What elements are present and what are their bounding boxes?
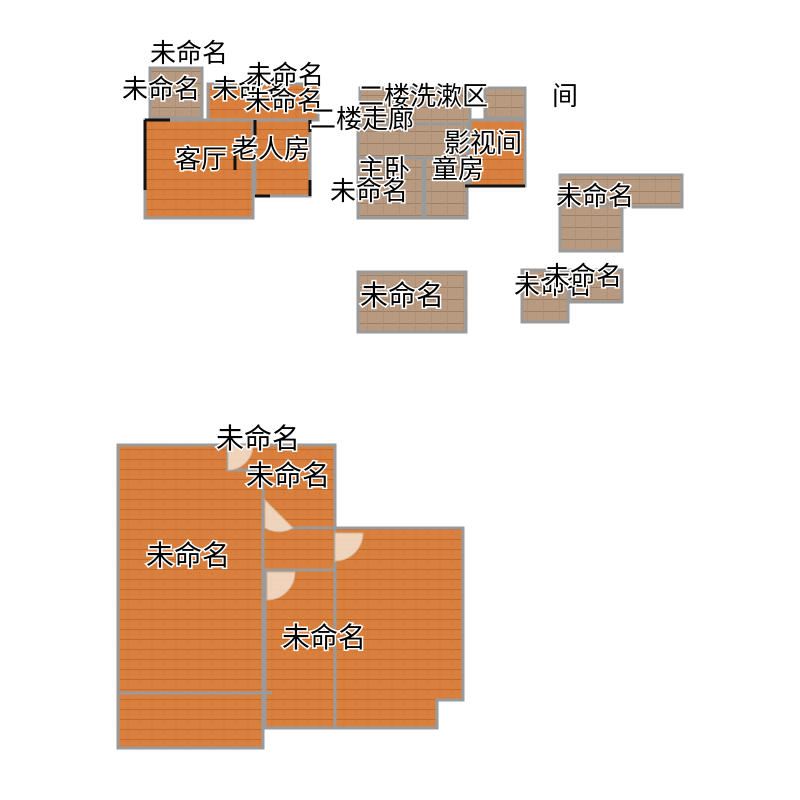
room-master [356, 156, 425, 220]
door-arc-mid [266, 571, 296, 601]
room-small-unnamed-b [568, 268, 624, 304]
upper-walls [143, 118, 525, 198]
room-upper-unnamed-top [148, 66, 204, 120]
room-theater [468, 118, 527, 188]
room-kids [423, 156, 469, 220]
label-upper-unnamed-2: 未命名 [122, 75, 200, 105]
label-lower-unnamed-1: 未命名 [216, 422, 300, 455]
label-lower-unnamed-4: 未命名 [282, 621, 366, 654]
label-master-bedroom: 主卧 [358, 155, 410, 185]
label-lower-unnamed-2: 未命名 [246, 459, 330, 492]
label-living-room: 客厅 [175, 145, 227, 175]
label-jian: 间 [552, 82, 578, 112]
label-theater: 影视间 [444, 129, 522, 159]
room-right-unnamed-ext [558, 203, 624, 253]
door-arc-passage [264, 498, 294, 533]
label-corridor: 二楼走廊 [310, 105, 414, 135]
label-upper-unnamed-4: 未命名 [246, 61, 324, 91]
room-small-unnamed-a [520, 268, 570, 324]
label-lower-unnamed-3: 未命名 [146, 539, 230, 572]
label-wash-area: 二楼洗漱区 [358, 82, 488, 112]
room-lower-left [116, 443, 265, 750]
room-elder [253, 118, 312, 198]
door-arc-top [227, 444, 254, 471]
label-upper-unnamed-1: 未命名 [150, 39, 228, 69]
label-kids-room: 童房 [432, 155, 484, 185]
label-right-unnamed: 未命名 [556, 182, 634, 212]
label-upper-unnamed-3: 未命名 [212, 75, 290, 105]
room-lower-passage [261, 526, 337, 572]
room-jian [483, 86, 527, 120]
label-center-unnamed: 未命名 [360, 279, 444, 312]
lower-plan [116, 443, 465, 750]
room-lower-right [333, 526, 465, 730]
labels: 未命名 未命名 未命名 未命名 未命名 二楼洗漱区 间 二楼走廊 影视间 客厅 … [121, 38, 636, 656]
upper-plan [143, 66, 684, 334]
room-center-unnamed [356, 270, 468, 334]
label-upper-unnamed-5: 未命名 [245, 87, 323, 117]
label-small-unnamed-b: 未命名 [544, 262, 622, 292]
label-small-unnamed-a: 未命名 [514, 271, 592, 301]
door-arc-right [334, 532, 364, 562]
label-upper-unnamed-6: 未命名 [330, 177, 408, 207]
label-elder-room: 老人房 [232, 135, 310, 165]
